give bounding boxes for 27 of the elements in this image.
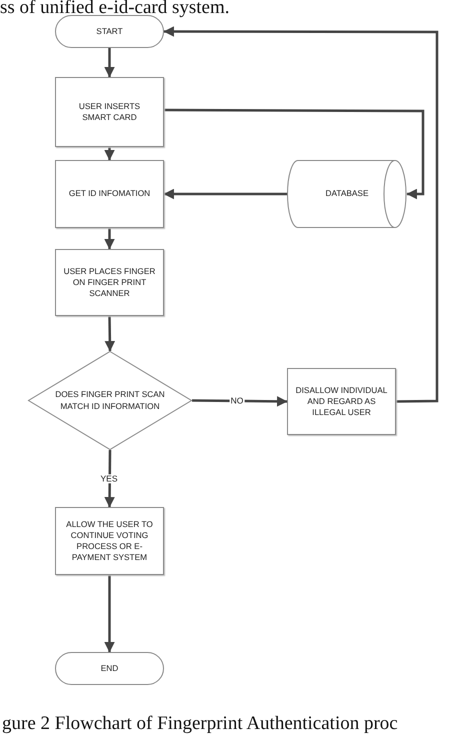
arrow	[104, 316, 116, 352]
arrow	[104, 147, 115, 161]
process-box	[55, 507, 164, 575]
arrow	[104, 575, 115, 653]
node-label: USER PLACES FINGER ON FINGER PRINT SCANNER	[62, 266, 156, 300]
arrow	[104, 48, 115, 78]
arrow	[164, 108, 424, 200]
edge-label: YES	[100, 474, 118, 484]
node-label: ALLOW THE USER TO CONTINUE VOTING PROCESS OR E-PAYMENT SYSTEM	[65, 518, 154, 564]
arrow	[192, 396, 288, 407]
figure-caption: gure 2 Flowchart of Fingerprint Authentication proc	[2, 714, 398, 733]
node-label: START	[96, 26, 123, 38]
arrow	[104, 228, 115, 250]
arrow	[163, 26, 438, 403]
process-box	[55, 249, 164, 316]
node-label: END	[100, 662, 118, 674]
edge-label: NO	[230, 396, 244, 406]
node-label: USER INSERTS SMART CARD	[78, 100, 142, 124]
node-label: DOES FINGER PRINT SCAN MATCH ID INFORMATION	[54, 389, 166, 412]
process-box	[55, 77, 164, 147]
process-box	[55, 160, 164, 228]
arrow	[163, 188, 287, 200]
process-box	[287, 368, 396, 435]
node-label: DISALLOW INDIVIDUAL AND REGARD AS ILLEGAL USER	[296, 384, 388, 418]
arrow	[104, 450, 115, 508]
node-label: GET ID INFOMATION	[68, 188, 150, 200]
node-label: DATABASE	[325, 188, 369, 200]
